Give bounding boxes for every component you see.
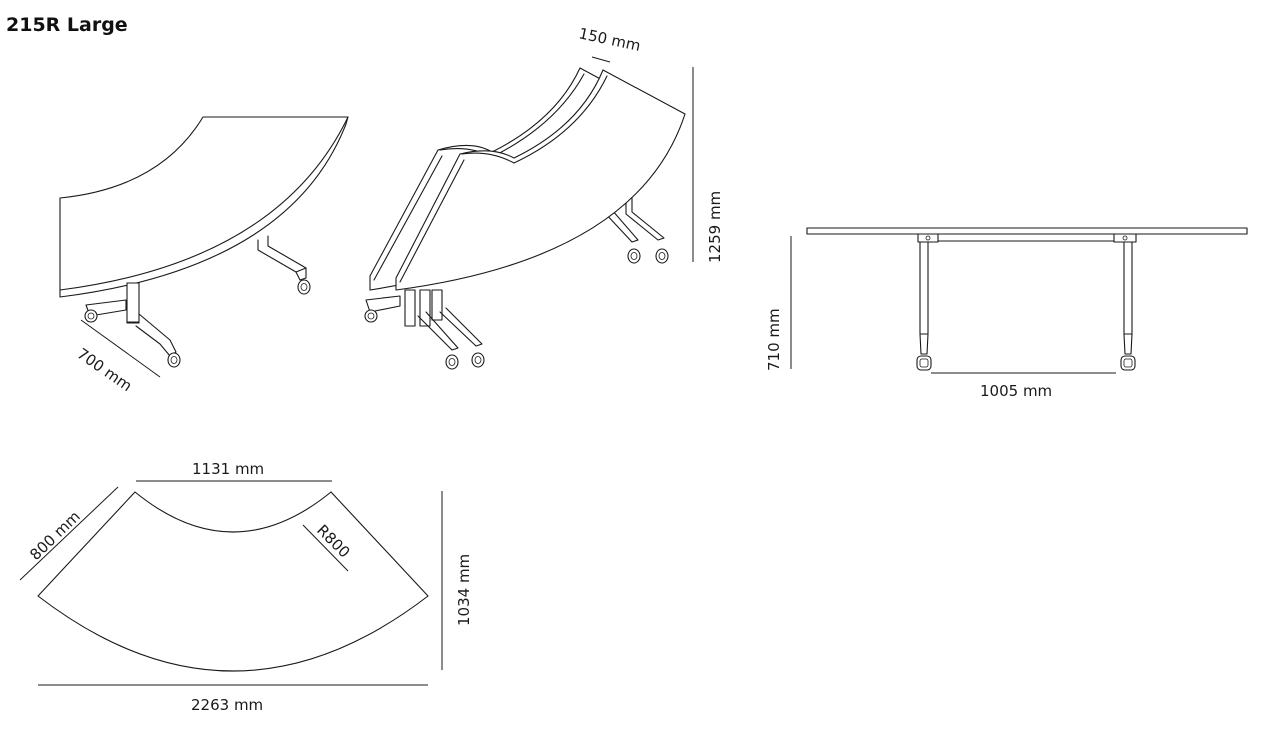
page-title: 215R Large [6, 14, 128, 36]
front-leg [84, 282, 181, 368]
isometric-table-view: 700 mm [59, 116, 349, 395]
nest-offset-dimension-label: 150 mm [577, 24, 642, 55]
overall-width-dimension-label: 2263 mm [191, 696, 263, 714]
side-width-dimension-line [19, 486, 119, 581]
side-elevation-view: 710 mm 1005 mm [765, 227, 1248, 400]
radius-dimension-line [302, 524, 349, 572]
tabletop-surface [59, 116, 349, 291]
nested-rear-legs [603, 189, 669, 264]
leg-span-dimension-label: 1005 mm [980, 382, 1052, 400]
nested-tables-view: 150 mm 1259 mm [364, 24, 724, 370]
elevation-tabletop [806, 227, 1248, 235]
tabletop-edge [59, 116, 349, 298]
nested-tabletop-front [395, 69, 686, 291]
height-dimension-label: 710 mm [765, 308, 783, 371]
plan-view: 1131 mm 800 mm R800 1034 mm 2263 mm [19, 460, 473, 714]
plan-depth-dimension-label: 1034 mm [455, 554, 473, 626]
nested-depth-dimension-label: 1259 mm [706, 191, 724, 263]
nested-front-legs [364, 289, 485, 370]
elevation-right-leg [1113, 233, 1137, 371]
depth-dimension-line [80, 319, 161, 378]
inner-chord-dimension-label: 1131 mm [192, 460, 264, 478]
rear-leg [257, 235, 311, 295]
elevation-left-leg [916, 233, 939, 371]
plan-tabletop-outline [37, 491, 429, 672]
nest-offset-dimension-line [591, 56, 611, 63]
